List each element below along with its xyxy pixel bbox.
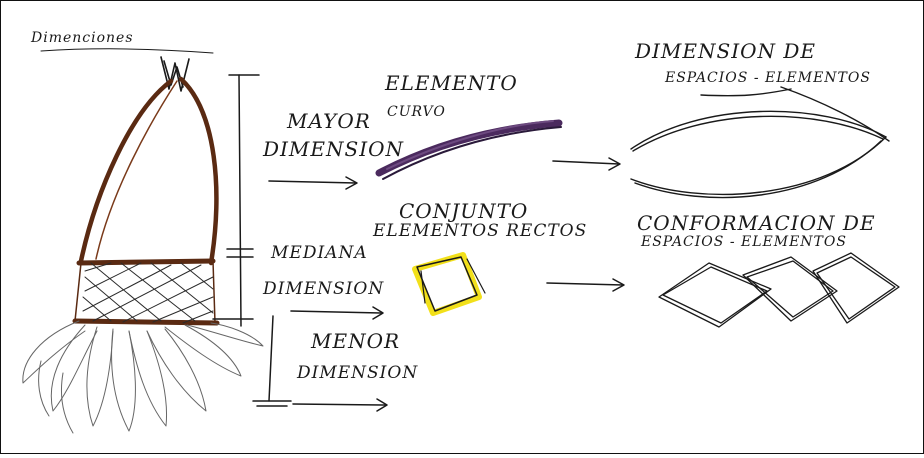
label-elementos-rectos: ELEMENTOS RECTOS <box>373 221 588 241</box>
label-mediana-dimension: DIMENSION <box>263 279 385 299</box>
vertical-dimension-line <box>212 74 292 407</box>
label-espacios-elementos-bottom: ESPACIOS - ELEMENTOS <box>641 234 847 250</box>
dome-body-inner <box>95 80 178 260</box>
arrow-square-to-diamonds <box>546 278 625 292</box>
label-mayor-dimension: DIMENSION <box>263 137 405 161</box>
label-mediana: MEDIANA <box>271 243 368 263</box>
label-menor-dimension: DIMENSION <box>297 363 419 383</box>
lens-shape <box>630 86 890 199</box>
label-mayor: MAYOR <box>287 109 371 133</box>
label-conjunto: CONJUNTO <box>399 199 529 223</box>
label-menor: MENOR <box>311 329 401 353</box>
label-dimension-de: DIMENSION DE <box>635 39 817 63</box>
arrow-menor <box>292 398 388 412</box>
label-curvo: CURVO <box>387 104 446 120</box>
label-espacios-elementos-top: ESPACIOS - ELEMENTOS <box>665 70 871 86</box>
arrow-curve-to-lens <box>552 157 621 171</box>
arrow-mayor <box>268 176 358 190</box>
curved-element <box>375 119 563 180</box>
label-elemento: ELEMENTO <box>385 71 518 95</box>
mesh-band <box>72 258 220 326</box>
skirt-petals <box>22 320 264 434</box>
label-conformacion-de: CONFORMACION DE <box>637 211 876 235</box>
straight-elements-square <box>412 252 486 316</box>
dome-body <box>78 76 219 266</box>
label-dimensiones: Dimenciones <box>31 30 134 46</box>
diamond-shapes <box>658 252 900 328</box>
arrow-mediana <box>290 306 384 320</box>
dimensiones-underline <box>40 48 214 54</box>
